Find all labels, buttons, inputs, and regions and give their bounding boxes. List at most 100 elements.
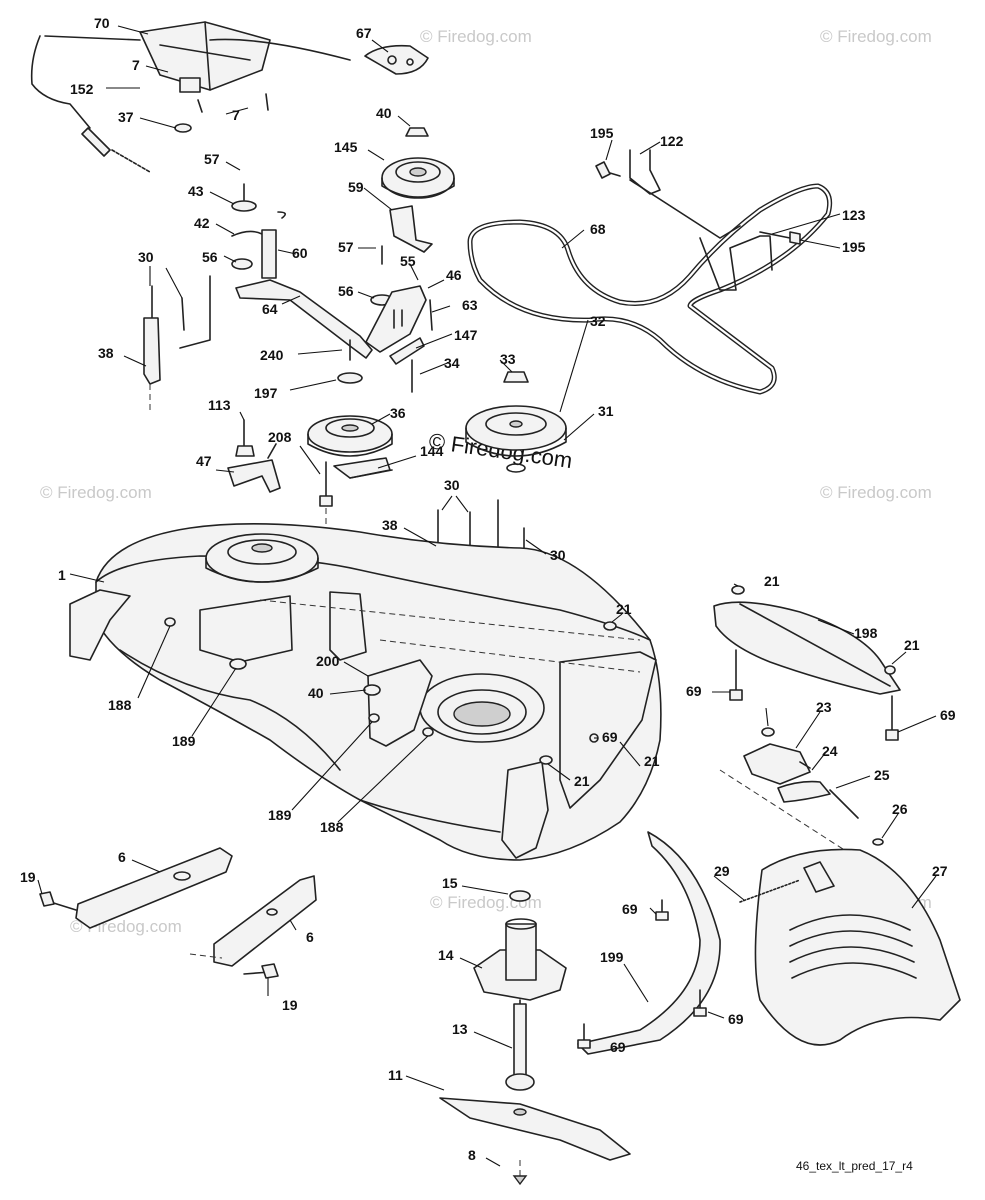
callout-23: 23 bbox=[816, 699, 832, 715]
callout-56: 56 bbox=[202, 249, 218, 265]
callout-46: 46 bbox=[446, 267, 462, 283]
callout-25: 25 bbox=[874, 767, 890, 783]
watermark: © Firedog.com bbox=[420, 27, 532, 46]
callout-30: 30 bbox=[550, 547, 566, 563]
callout-38: 38 bbox=[382, 517, 398, 533]
callout-21: 21 bbox=[616, 601, 632, 617]
callout-6: 6 bbox=[306, 929, 314, 945]
callout-69: 69 bbox=[610, 1039, 626, 1055]
leader-lines bbox=[37, 25, 937, 1167]
callout-37: 37 bbox=[118, 109, 134, 125]
callout-69: 69 bbox=[622, 901, 638, 917]
callout-38: 38 bbox=[98, 345, 114, 361]
callout-7: 7 bbox=[232, 107, 240, 123]
callout-63: 63 bbox=[462, 297, 478, 313]
callout-67: 67 bbox=[356, 25, 372, 41]
watermark: © Firedog.com bbox=[820, 483, 932, 502]
anti-scalp-bracket-47 bbox=[227, 419, 281, 493]
callout-197: 197 bbox=[254, 385, 278, 401]
callout-57: 57 bbox=[338, 239, 354, 255]
spindle-assembly bbox=[439, 890, 631, 1186]
callout-31: 31 bbox=[598, 403, 614, 419]
callout-40: 40 bbox=[376, 105, 392, 121]
callout-152: 152 bbox=[70, 81, 94, 97]
watermark: © Firedog.com bbox=[40, 483, 152, 502]
drive-belt bbox=[467, 183, 833, 395]
callout-55: 55 bbox=[400, 253, 416, 269]
callout-189: 189 bbox=[268, 807, 292, 823]
callout-19: 19 bbox=[20, 869, 36, 885]
callout-labels: 70 67 7 7 152 37 40 145 57 43 42 56 59 5… bbox=[20, 15, 956, 1163]
callout-199: 199 bbox=[600, 949, 624, 965]
callout-69: 69 bbox=[940, 707, 956, 723]
callout-189: 189 bbox=[172, 733, 196, 749]
callout-113: 113 bbox=[208, 397, 231, 413]
callout-59: 59 bbox=[348, 179, 364, 195]
callout-147: 147 bbox=[454, 327, 478, 343]
discharge-chute-27 bbox=[739, 838, 961, 1046]
callout-122: 122 bbox=[660, 133, 684, 149]
callout-70: 70 bbox=[94, 15, 110, 31]
callout-7: 7 bbox=[132, 57, 140, 73]
callout-32: 32 bbox=[590, 313, 606, 329]
callout-40: 40 bbox=[308, 685, 324, 701]
callout-57: 57 bbox=[204, 151, 220, 167]
mower-deck-housing bbox=[69, 523, 662, 861]
callout-30: 30 bbox=[444, 477, 460, 493]
callout-145: 145 bbox=[334, 139, 358, 155]
lift-bracket-assembly bbox=[30, 21, 429, 173]
idler-arm-assembly bbox=[231, 127, 455, 393]
callout-69: 69 bbox=[602, 729, 618, 745]
callout-198: 198 bbox=[854, 625, 878, 641]
drawing-code: 46_tex_lt_pred_17_r4 bbox=[796, 1159, 913, 1173]
callout-200: 200 bbox=[316, 653, 340, 669]
callout-123: 123 bbox=[842, 207, 866, 223]
discharge-bracket-23 bbox=[719, 727, 861, 861]
callout-60: 60 bbox=[292, 245, 308, 261]
callout-69: 69 bbox=[728, 1011, 744, 1027]
callout-144: 144 bbox=[420, 443, 444, 459]
callout-43: 43 bbox=[188, 183, 204, 199]
callout-24: 24 bbox=[822, 743, 838, 759]
callout-19: 19 bbox=[282, 997, 298, 1013]
callout-195: 195 bbox=[842, 239, 866, 255]
left-bracket-bolts bbox=[143, 275, 211, 414]
deck-pulley-right bbox=[465, 371, 567, 473]
callout-36: 36 bbox=[390, 405, 406, 421]
callout-240: 240 bbox=[260, 347, 284, 363]
callout-69: 69 bbox=[686, 683, 702, 699]
callout-42: 42 bbox=[194, 215, 210, 231]
callout-68: 68 bbox=[590, 221, 606, 237]
callout-15: 15 bbox=[442, 875, 458, 891]
callout-56: 56 bbox=[338, 283, 354, 299]
callout-13: 13 bbox=[452, 1021, 468, 1037]
callout-14: 14 bbox=[438, 947, 454, 963]
callout-64: 64 bbox=[262, 301, 278, 317]
mulch-plate-198 bbox=[713, 585, 901, 741]
callout-195: 195 bbox=[590, 125, 614, 141]
callout-34: 34 bbox=[444, 355, 460, 371]
callout-21: 21 bbox=[904, 637, 920, 653]
callout-21: 21 bbox=[644, 753, 660, 769]
callout-30: 30 bbox=[138, 249, 154, 265]
callout-208: 208 bbox=[268, 429, 292, 445]
callout-11: 11 bbox=[388, 1067, 403, 1083]
callout-188: 188 bbox=[320, 819, 344, 835]
callout-1: 1 bbox=[58, 567, 66, 583]
callout-6: 6 bbox=[118, 849, 126, 865]
watermark: © Firedog.com bbox=[820, 27, 932, 46]
callout-27: 27 bbox=[932, 863, 948, 879]
deflector-199 bbox=[577, 831, 721, 1055]
callout-21: 21 bbox=[764, 573, 780, 589]
callout-33: 33 bbox=[500, 351, 516, 367]
callout-8: 8 bbox=[468, 1147, 476, 1163]
callout-21: 21 bbox=[574, 773, 590, 789]
belt-guides bbox=[595, 149, 801, 291]
callout-26: 26 bbox=[892, 801, 908, 817]
callout-47: 47 bbox=[196, 453, 212, 469]
callout-188: 188 bbox=[108, 697, 132, 713]
idler-pulley-stack bbox=[307, 415, 393, 479]
callout-29: 29 bbox=[714, 863, 730, 879]
